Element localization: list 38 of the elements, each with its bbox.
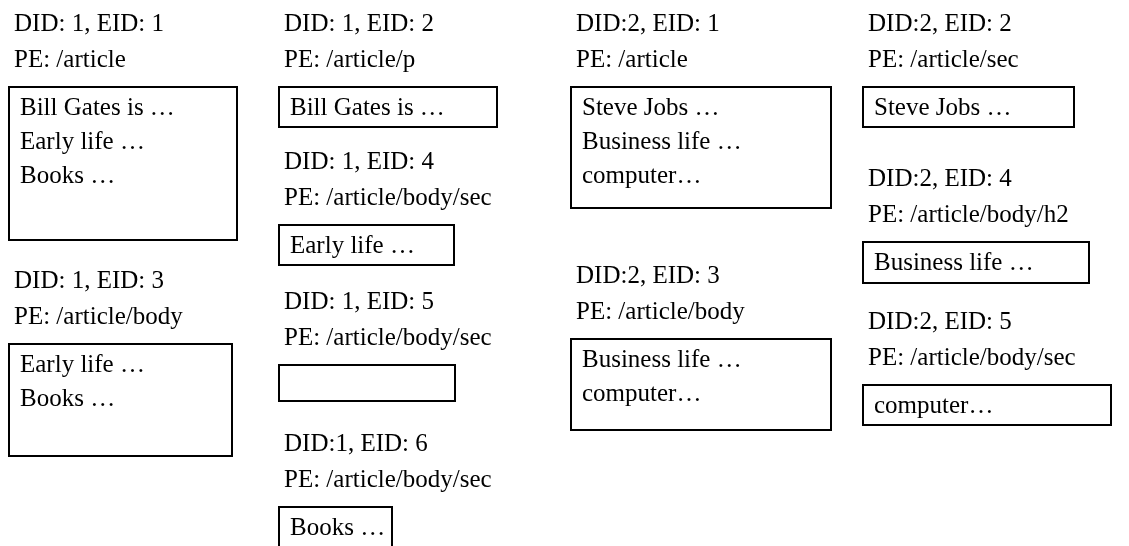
content-line: Books … xyxy=(20,383,117,413)
id-heading: DID:2, EID: 1 xyxy=(576,8,721,38)
id-heading: DID:2, EID: 3 xyxy=(576,260,721,290)
content-line: Business life … xyxy=(874,247,1035,277)
content-line: Early life … xyxy=(290,230,416,260)
content-line: computer… xyxy=(582,160,703,190)
path-heading: PE: /article xyxy=(14,44,127,74)
path-heading: PE: /article/body/sec xyxy=(284,182,493,212)
content-line: Steve Jobs … xyxy=(582,92,721,122)
path-heading: PE: /article/body/sec xyxy=(284,464,493,494)
content-line: computer… xyxy=(582,378,703,408)
id-heading: DID:2, EID: 4 xyxy=(868,163,1013,193)
content-line: Bill Gates is … xyxy=(20,92,176,122)
id-heading: DID:2, EID: 2 xyxy=(868,8,1013,38)
content-line: Business life … xyxy=(582,344,743,374)
id-heading: DID: 1, EID: 4 xyxy=(284,146,435,176)
content-line: Books … xyxy=(20,160,117,190)
id-heading: DID: 1, EID: 5 xyxy=(284,286,435,316)
content-line: Business life … xyxy=(582,126,743,156)
id-heading: DID:1, EID: 6 xyxy=(284,428,429,458)
content-line: computer… xyxy=(874,390,995,420)
id-heading: DID: 1, EID: 1 xyxy=(14,8,165,38)
path-heading: PE: /article/body/h2 xyxy=(868,199,1070,229)
path-heading: PE: /article/body xyxy=(14,301,184,331)
content-line: Steve Jobs … xyxy=(874,92,1013,122)
path-heading: PE: /article/sec xyxy=(868,44,1020,74)
content-line: Early life … xyxy=(20,126,146,156)
id-heading: DID: 1, EID: 3 xyxy=(14,265,165,295)
id-heading: DID: 1, EID: 2 xyxy=(284,8,435,38)
path-heading: PE: /article xyxy=(576,44,689,74)
content-line: Early life … xyxy=(20,349,146,379)
path-heading: PE: /article/p xyxy=(284,44,417,74)
content-line: Books … xyxy=(290,512,381,542)
path-heading: PE: /article/body xyxy=(576,296,746,326)
path-heading: PE: /article/body/sec xyxy=(868,342,1077,372)
path-heading: PE: /article/body/sec xyxy=(284,322,493,352)
content-line: Bill Gates is … xyxy=(290,92,446,122)
id-heading: DID:2, EID: 5 xyxy=(868,306,1013,336)
